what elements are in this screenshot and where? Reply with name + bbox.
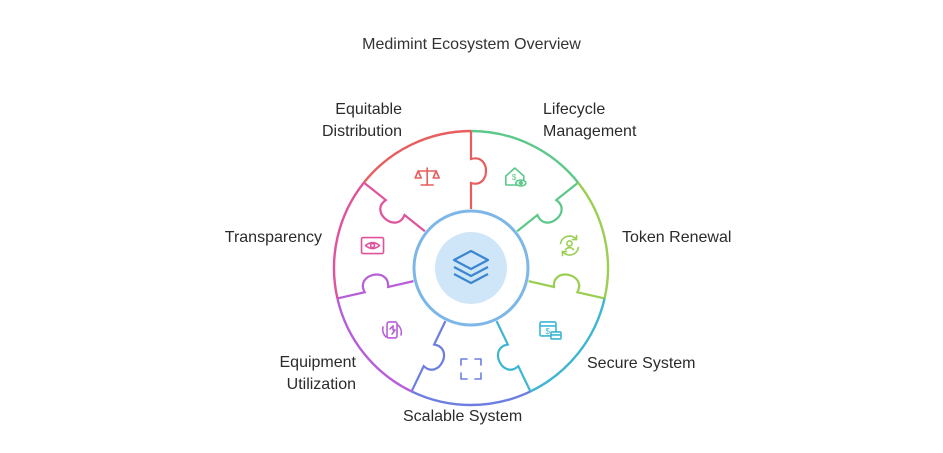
label-token-renewal: Token Renewal [622, 227, 731, 249]
segment-divider [337, 273, 414, 300]
segment-divider [363, 181, 426, 233]
expand-corners-icon [460, 358, 482, 380]
label-lifecycle-management: Lifecycle Management [543, 99, 636, 143]
segment-divider [516, 181, 579, 233]
segments-layer [332, 129, 610, 407]
label-line: Distribution [321, 123, 402, 140]
segment-divider [528, 273, 605, 300]
label-line: Management [543, 123, 637, 140]
segment-token [528, 181, 610, 300]
segment-secure [495, 298, 606, 393]
segment-divider [410, 320, 447, 392]
segment-outer-arc [529, 298, 606, 393]
phone-cycle-icon [381, 321, 403, 339]
browser-dollar-card-icon: $ [539, 321, 562, 340]
segment-equitable [362, 129, 487, 209]
label-line: Equipment [279, 354, 357, 371]
segment-divider [495, 320, 532, 392]
label-scalable-system: Scalable System [403, 406, 522, 428]
label-line: Equitable [335, 101, 402, 118]
segment-outer-arc [332, 181, 365, 299]
house-dollar-eye-icon: $ [505, 167, 527, 187]
label-line: Transparency [224, 229, 322, 246]
segment-transparency [332, 181, 426, 299]
svg-text:$: $ [545, 327, 550, 336]
scales-icon [414, 167, 440, 186]
label-line: Lifecycle [543, 101, 606, 118]
label-equipment-utilization: Equipment Utilization [254, 352, 357, 396]
segment-lifecycle [470, 129, 580, 233]
label-line: Utilization [286, 376, 356, 393]
segment-outer-arc [362, 129, 472, 184]
segment-divider [469, 131, 487, 209]
segment-equipment [336, 273, 414, 393]
label-line: Token Renewal [622, 229, 732, 246]
icons-layer: $$ [360, 167, 580, 380]
segment-outer-arc [336, 298, 413, 393]
label-secure-system: Secure System [587, 353, 695, 375]
segment-outer-arc [470, 129, 580, 184]
diagram-title: Medimint Ecosystem Overview [362, 36, 581, 53]
segment-outer-arc [577, 181, 610, 299]
layers-stack-icon [452, 249, 490, 285]
segment-outer-arc [411, 390, 531, 407]
label-equitable-distribution: Equitable Distribution [290, 99, 402, 143]
refresh-person-icon [559, 234, 580, 257]
label-line: Scalable System [403, 408, 523, 425]
segment-scalable [410, 320, 531, 407]
label-transparency: Transparency [200, 227, 322, 249]
center-hub [412, 209, 530, 327]
eye-frame-icon [360, 236, 385, 255]
label-line: Secure System [587, 355, 696, 372]
svg-text:$: $ [512, 173, 517, 182]
